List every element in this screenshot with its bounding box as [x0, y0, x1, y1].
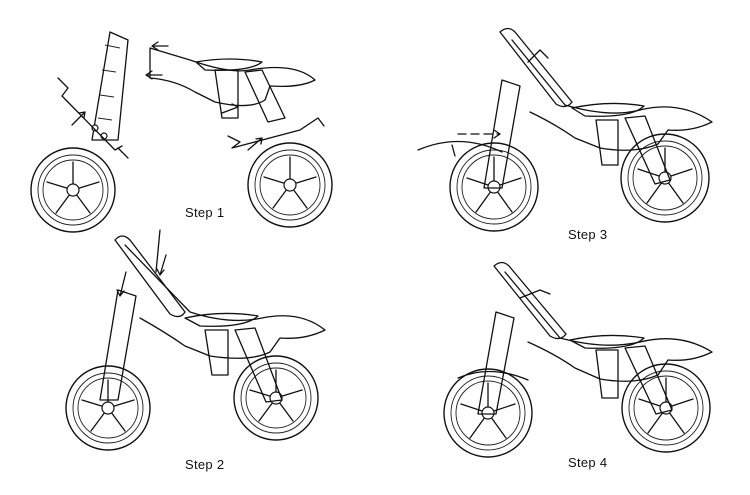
mudguard	[457, 370, 529, 381]
step-2-label: Step 2	[185, 457, 225, 472]
handlebar	[493, 261, 567, 340]
bolt-4	[519, 289, 551, 299]
bolt-2	[155, 229, 161, 273]
front-wheel	[449, 142, 539, 232]
arrow-1a	[71, 111, 86, 126]
arrow-2b	[116, 271, 127, 297]
front-wheel	[30, 147, 116, 233]
mudguard	[417, 140, 503, 153]
bike-frame	[99, 235, 326, 403]
front-fork	[99, 289, 137, 401]
rear-wheel	[620, 133, 710, 223]
bolt-3	[527, 49, 549, 63]
front-fork	[477, 311, 515, 415]
seat	[569, 334, 645, 349]
bike-frame	[483, 27, 713, 189]
rear-wheel	[247, 142, 333, 228]
axle-bolt	[57, 77, 123, 151]
handlebar	[499, 27, 573, 108]
rear-wheel	[621, 363, 711, 453]
arrow-2a	[156, 254, 167, 276]
handlebar	[114, 235, 186, 318]
seat	[184, 312, 259, 327]
step-1-label: Step 1	[185, 205, 225, 220]
seat	[571, 102, 645, 117]
step-3-label: Step 3	[568, 227, 608, 242]
bike-frame	[457, 261, 713, 415]
arrow-1e	[247, 137, 263, 151]
bike-frame	[149, 47, 316, 123]
front-fork	[483, 79, 521, 189]
rear-axle-bolt	[227, 117, 325, 149]
front-wheel	[443, 368, 533, 458]
step-4-label: Step 4	[568, 455, 608, 470]
arrow-1b	[151, 41, 169, 51]
front-wheel	[65, 365, 151, 451]
